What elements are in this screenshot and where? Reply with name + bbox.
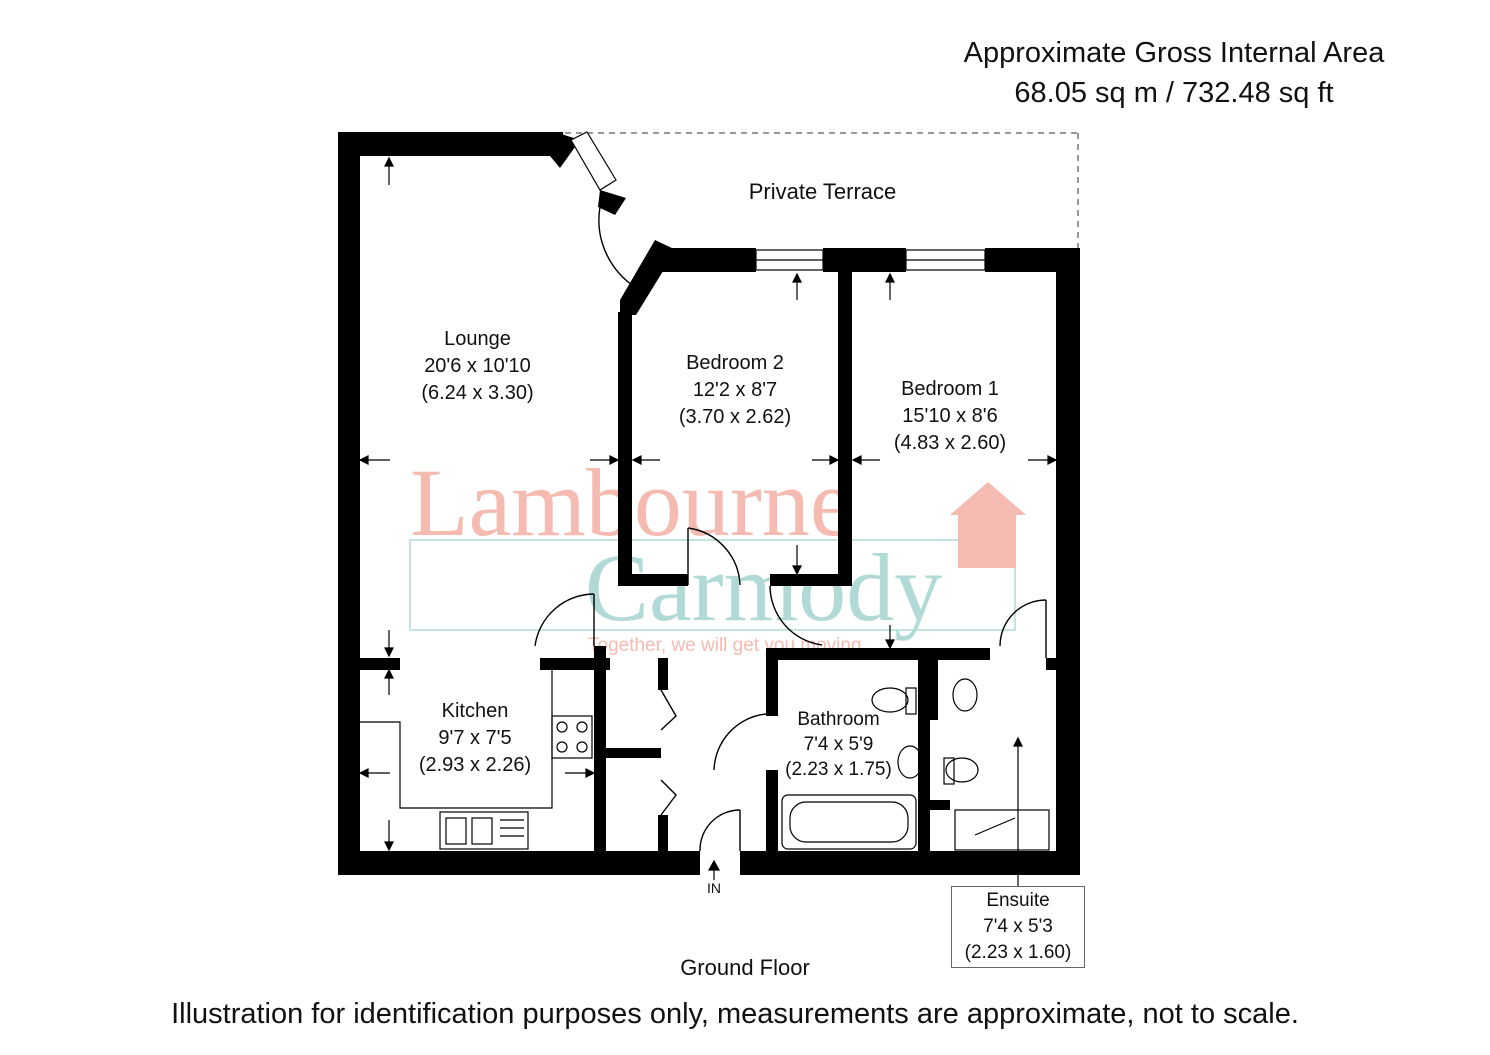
bedroom2-bottom-wall-left [618, 574, 688, 586]
room-bedroom1: Bedroom 1 15'10 x 8'6 (4.83 x 2.60) [875, 376, 1025, 457]
windows [570, 131, 986, 271]
bedroom2-top-wall-left [660, 248, 756, 272]
room-lounge: Lounge 20'6 x 10'10 (6.24 x 3.30) [400, 326, 555, 407]
ensuite-door-swing [999, 599, 1047, 647]
bedroom2-metric: (3.70 x 2.62) [678, 406, 792, 428]
bathroom-name: Bathroom [797, 709, 880, 730]
lounge-metric: (6.24 x 3.30) [421, 382, 534, 404]
doors [534, 206, 1047, 852]
walls [338, 132, 1080, 875]
bath [781, 794, 917, 850]
outer-wall-top-lounge [338, 132, 563, 156]
bedroom2-imperial: 12'2 x 8'7 [692, 379, 778, 401]
gross-internal-area: Approximate Gross Internal Area 68.05 sq… [944, 33, 1404, 113]
bathroom-imperial: 7'4 x 5'9 [803, 734, 874, 755]
bedroom2-name: Bedroom 2 [686, 352, 784, 374]
room-ensuite: Ensuite 7'4 x 5'3 (2.23 x 1.60) [951, 886, 1085, 968]
room-bathroom: Bathroom 7'4 x 5'9 (2.23 x 1.75) [776, 707, 901, 782]
disclaimer: Illustration for identification purposes… [171, 998, 1299, 1030]
bedroom-divider-wall [838, 272, 852, 586]
ensuite-wall-stub [1046, 658, 1056, 670]
toilet-bathroom [897, 745, 923, 779]
cupboard-wall-bottom [658, 815, 668, 851]
cupboard-door-bottom [660, 779, 677, 816]
kitchen-metric: (2.93 x 2.26) [418, 754, 532, 776]
toilet-ensuite [945, 757, 979, 783]
ensuite-imperial: 7'4 x 5'3 [983, 916, 1053, 937]
window-bay [570, 131, 617, 191]
outer-wall-right [1056, 248, 1080, 875]
diagonal-wall-bedroom2 [620, 240, 676, 315]
terrace-door-swing [598, 206, 641, 291]
ensuite-name: Ensuite [986, 890, 1050, 911]
basin-bathroom [871, 687, 909, 713]
kitchen-worktop [360, 670, 553, 809]
cupboard-door-top [660, 689, 677, 731]
outer-wall-bottom-left [338, 851, 700, 875]
lounge-imperial: 20'6 x 10'10 [424, 355, 531, 377]
area-title: Approximate Gross Internal Area [963, 37, 1385, 69]
kitchen-lounge-wall-right [540, 658, 610, 670]
bathroom-left-wall-upper [766, 648, 778, 716]
kitchen-fittings [360, 670, 593, 850]
area-value: 68.05 sq m / 732.48 sq ft [1014, 77, 1334, 109]
ensuite-duct [918, 648, 938, 720]
bathroom-door-swing [713, 713, 767, 771]
bathroom-left-wall-lower [766, 770, 778, 851]
bedroom1-top-wall-right [985, 248, 1080, 272]
lounge-name: Lounge [444, 328, 511, 350]
lounge-bedroom2-wall [618, 312, 632, 582]
sink [439, 811, 529, 850]
room-bedroom2: Bedroom 2 12'2 x 8'7 (3.70 x 2.62) [660, 350, 810, 431]
kitchen-right-wall [594, 658, 606, 851]
ensuite-metric: (2.23 x 1.60) [964, 942, 1072, 963]
bedroom-bottom-wall [770, 574, 852, 586]
basin-ensuite [952, 678, 978, 712]
bedroom1-name: Bedroom 1 [901, 378, 999, 400]
bedroom1-door-swing [769, 585, 823, 646]
terrace-door-leaf [639, 254, 661, 291]
terrace-boundary [565, 132, 1079, 248]
kitchen-name: Kitchen [441, 700, 509, 722]
bathroom-metric: (2.23 x 1.75) [785, 759, 892, 780]
entrance-door-swing [699, 809, 741, 852]
ensuite-top-wall [930, 648, 990, 660]
kitchen-imperial: 9'7 x 7'5 [438, 727, 512, 749]
hob [551, 715, 593, 759]
bathroom-top-wall [766, 648, 918, 660]
watermark-frame [409, 539, 1016, 631]
lounge-door-swing [534, 593, 595, 647]
terrace-label: Private Terrace [748, 179, 897, 204]
cupboard-divider [606, 748, 661, 758]
kitchen-wall-stub [594, 646, 606, 670]
room-kitchen: Kitchen 9'7 x 7'5 (2.93 x 2.26) [400, 698, 550, 779]
bathroom-fittings [781, 678, 1050, 851]
outer-wall-bottom-right [740, 851, 1080, 875]
dimension-markers [358, 156, 1058, 888]
shower-tray [954, 809, 1050, 851]
watermark: Lambourne Carmody Together, we will get … [409, 449, 1026, 656]
bedroom-top-wall-middle [823, 248, 906, 272]
kitchen-lounge-wall-left [360, 658, 400, 670]
bedroom1-metric: (4.83 x 2.60) [893, 432, 1007, 454]
bedroom1-imperial: 15'10 x 8'6 [902, 405, 998, 427]
bedroom2-door-swing [687, 527, 741, 586]
entrance-label: IN [707, 880, 721, 896]
bay-wall-bottom [598, 190, 626, 215]
floor-label: Ground Floor [680, 955, 810, 980]
ensuite-step [930, 800, 950, 810]
watermark-house-icon [950, 482, 1026, 568]
outer-wall-left [338, 132, 360, 875]
watermark-line2: Carmody [585, 534, 942, 641]
cupboard-wall-top [658, 658, 668, 690]
